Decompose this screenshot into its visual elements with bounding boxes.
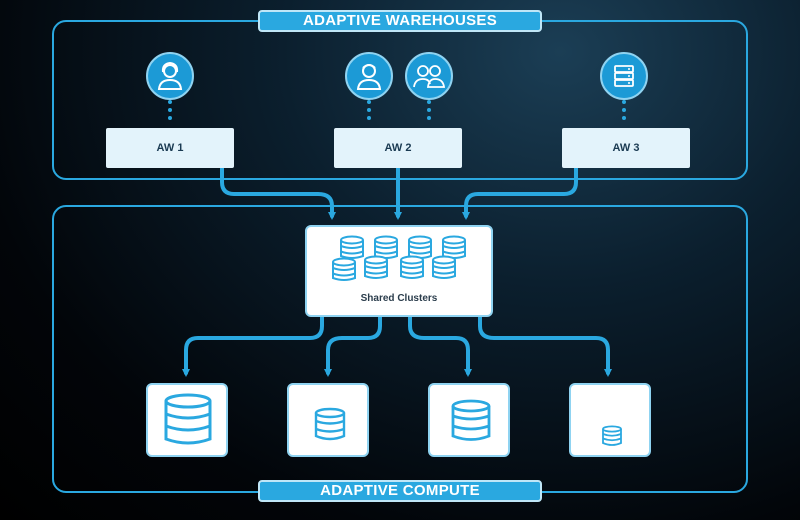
aw3-box: AW 3: [562, 128, 690, 168]
dotted-connector: [427, 100, 431, 124]
compute-node-4: [569, 383, 651, 457]
arrow-shared-node2: [324, 315, 382, 377]
compute-node-3: [428, 383, 510, 457]
dotted-connector: [622, 100, 626, 124]
arrow-aw3-shared: [462, 166, 578, 220]
compute-node-1: [146, 383, 228, 457]
compute-node-2: [287, 383, 369, 457]
arrow-aw1-shared: [220, 166, 336, 220]
server-icon: [600, 52, 648, 100]
database-icon: [164, 393, 212, 445]
database-icon: [602, 425, 622, 446]
shared-clusters-box: Shared Clusters: [305, 225, 493, 317]
arrow-shared-node1: [182, 315, 324, 377]
adaptive-warehouses-title: ADAPTIVE WAREHOUSES: [258, 10, 542, 32]
aw1-box: AW 1: [106, 128, 234, 168]
database-icon: [314, 407, 346, 441]
aw2-box: AW 2: [334, 128, 462, 168]
arrow-shared-node4: [478, 315, 612, 377]
adaptive-compute-title: ADAPTIVE COMPUTE: [258, 480, 542, 502]
dotted-connector: [367, 100, 371, 124]
users-group-icon: [405, 52, 453, 100]
database-icon: [451, 399, 491, 441]
arrow-shared-node3: [408, 315, 472, 377]
dotted-connector: [168, 100, 172, 124]
user-icon: [146, 52, 194, 100]
user-icon: [345, 52, 393, 100]
shared-clusters-label: Shared Clusters: [360, 293, 438, 304]
